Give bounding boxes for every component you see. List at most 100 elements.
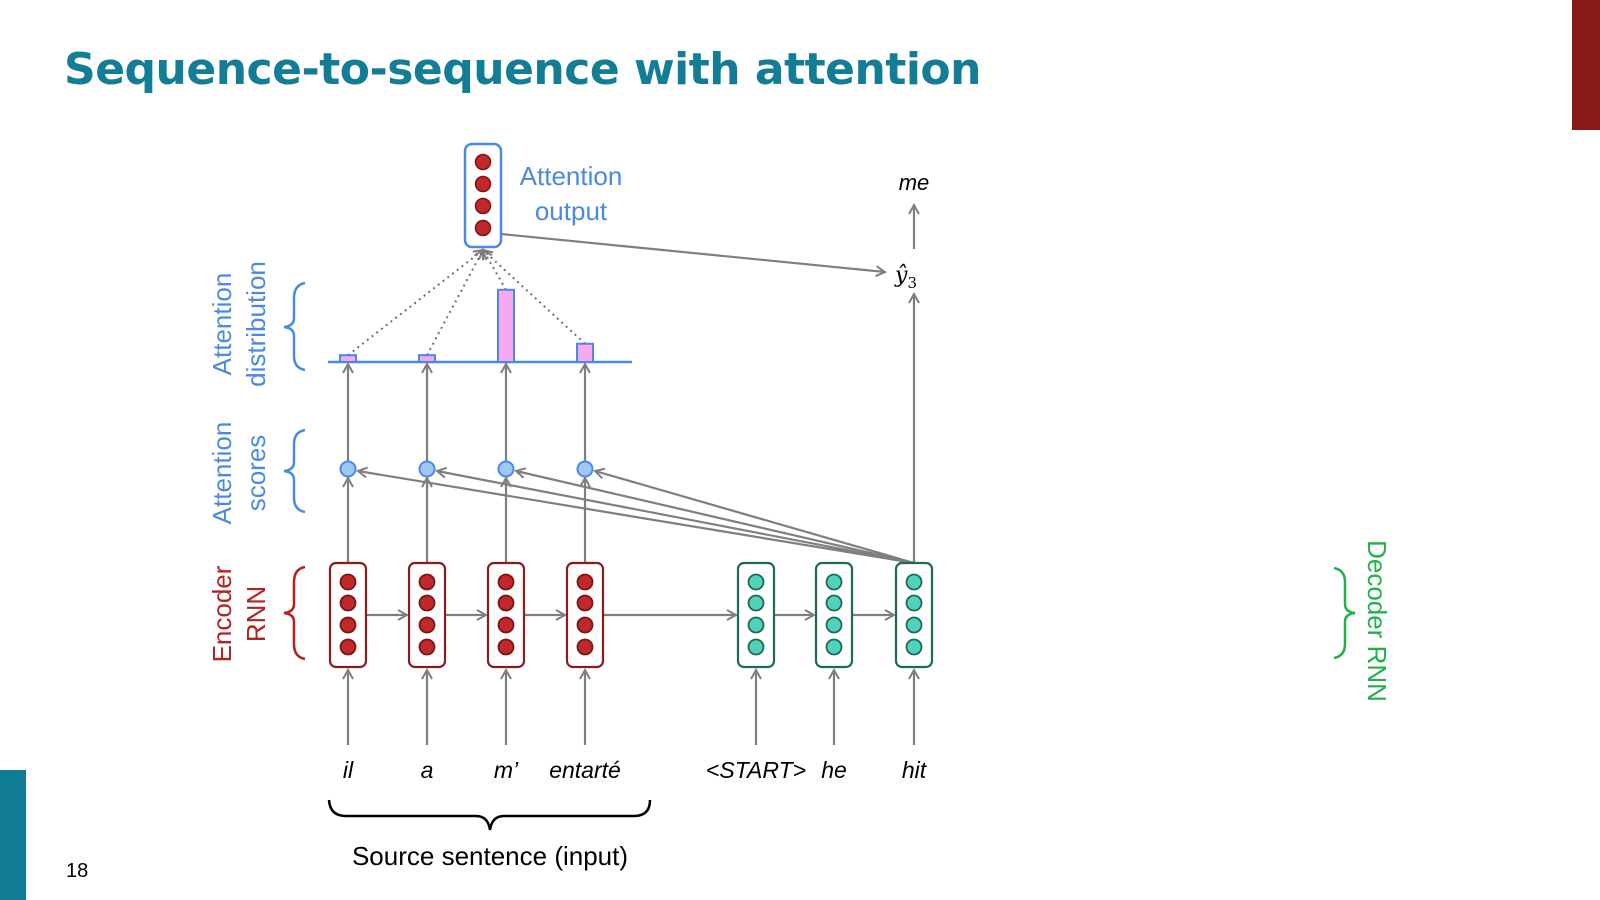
arrows [348,205,914,745]
attention-bar-0 [339,354,357,364]
encoder-rnn-label: Encoder RNN [207,565,271,662]
encoder-cell-2 [486,561,526,669]
encoder-neuron [418,594,436,612]
encoder-neuron [339,573,357,591]
attention-scores-brace [283,428,306,514]
attention-output-label-1: Attention [520,161,623,191]
encoder-cell-box [565,561,605,669]
encoder-cell-3 [565,561,605,669]
decoder-neuron [905,638,923,656]
encoder-rnn-label-1: Encoder [207,565,237,662]
encoder-neuron [497,573,515,591]
encoder-neuron [339,638,357,656]
attention-weight-line [483,250,586,345]
decoder-neuron [747,616,765,634]
encoder-word-2: m’ [494,757,519,783]
top-accent-bar [1572,0,1600,130]
decoder-to-score-arrow [358,471,915,565]
source-sentence-brace [327,799,652,831]
encoder-neuron [418,616,436,634]
encoder-neuron [339,594,357,612]
decoder-cell-1 [814,561,854,669]
encoder-neuron [576,573,594,591]
attention-score-3 [576,460,594,478]
encoder-cells [328,561,605,669]
decoder-neuron [825,616,843,634]
encoder-neuron [576,616,594,634]
attention-output-to-prediction-arrow [500,232,885,272]
attention-bar-2 [497,288,515,363]
decoder-word-0: <START> [706,757,806,783]
attention-bar-3 [576,342,594,364]
decoder-cell-box [814,561,854,669]
encoder-neuron [339,616,357,634]
slide-title: Sequence-to-sequence with attention [64,44,981,95]
encoder-cell-box [407,561,447,669]
attention-scores [339,460,594,478]
encoder-neuron [497,638,515,656]
input-words: il a m’ entarté <START> he hit [343,757,928,783]
encoder-neuron [497,594,515,612]
decoder-brace [1333,566,1356,660]
decoder-cell-box [894,561,934,669]
decoder-to-score-arrow [437,471,915,565]
decoder-to-score-arrow [595,471,915,565]
left-accent-bar [0,770,26,900]
attention-weight-line [483,250,507,291]
decoder-neuron [747,594,765,612]
attention-score-1 [418,460,436,478]
attention-scores-label: Attention scores [207,422,271,525]
attention-bars [339,288,594,364]
output-word: me [899,170,930,195]
decoder-cell-2 [894,561,934,669]
attention-distribution-label-2: distribution [241,261,271,387]
encoder-word-3: entarté [549,757,621,783]
decoder-to-score-arrow [516,471,915,565]
attention-weight-line [426,250,483,356]
encoder-brace [283,565,306,661]
encoder-word-1: a [421,757,434,783]
decoder-neuron [747,573,765,591]
page-number: 18 [66,860,89,882]
encoder-cell-box [486,561,526,669]
decoder-neuron [825,594,843,612]
y-hat-subscript: 3 [907,274,917,292]
decoder-neuron [905,616,923,634]
attention-output-label-2: output [535,196,608,226]
attention-bar-1 [418,354,436,364]
decoder-neuron [905,573,923,591]
attention-distribution-label: Attention distribution [207,261,271,387]
source-sentence-label: Source sentence (input) [352,841,628,871]
decoder-rnn-label: Decoder RNN [1362,540,1392,702]
encoder-rnn-label-2: RNN [241,586,271,642]
encoder-neuron [576,638,594,656]
attention-score-2 [497,460,515,478]
decoder-cell-0 [736,561,776,669]
attention-weight-line [347,250,483,356]
attention-distribution-brace [283,281,306,372]
decoder-neuron [905,594,923,612]
encoder-neuron [576,594,594,612]
attention-output-vector [463,142,503,249]
decoder-neuron [825,638,843,656]
decoder-neuron [825,573,843,591]
encoder-cell-1 [407,561,447,669]
encoder-neuron [418,638,436,656]
encoder-cell-box [328,561,368,669]
y-hat-symbol: ŷ [894,263,908,288]
decoder-cells [736,561,934,669]
encoder-word-0: il [343,757,354,783]
attention-scores-label-2: scores [241,435,271,512]
y-hat-label: ŷ3 [894,263,917,292]
decoder-word-2: hit [902,757,928,783]
encoder-neuron [418,573,436,591]
encoder-cell-0 [328,561,368,669]
attention-score-0 [339,460,357,478]
encoder-neuron [497,616,515,634]
decoder-word-1: he [821,757,847,783]
attention-scores-label-1: Attention [207,422,237,525]
decoder-neuron [747,638,765,656]
decoder-cell-box [736,561,776,669]
attention-weight-lines [347,250,586,356]
